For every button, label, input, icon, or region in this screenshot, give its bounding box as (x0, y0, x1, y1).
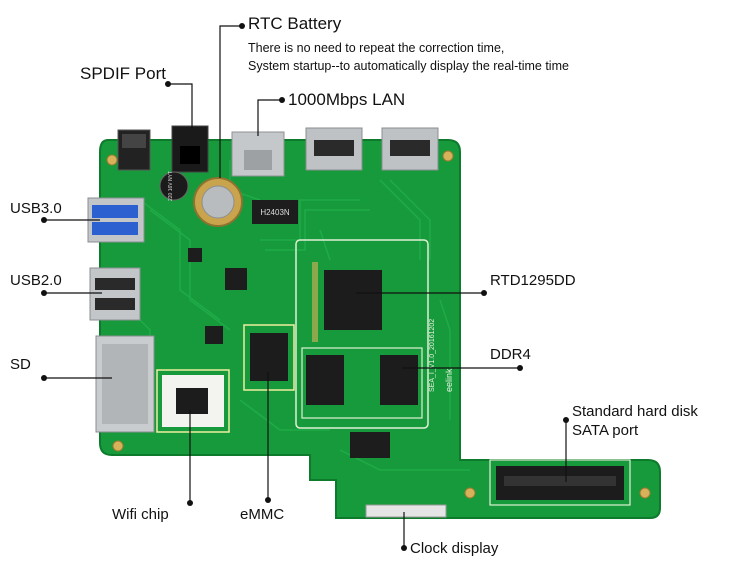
sata-label-line-2: SATA port (572, 422, 639, 439)
emmc-outline (243, 324, 295, 391)
rtd1295dd-label: RTD1295DD (490, 272, 576, 289)
spdif-port-label: SPDIF Port (80, 64, 166, 83)
soc-ddr-outline (295, 239, 429, 429)
clock-display-connector (365, 504, 447, 518)
ddr4-chip-2 (380, 355, 418, 405)
sata-label-line-1: Standard hard disk (572, 403, 698, 420)
clock-display-label: Clock display (410, 540, 499, 557)
rtc-note-line-2: System startup--to automatically display… (248, 59, 569, 73)
lan-chip-marking: H2403N (260, 208, 290, 217)
capacitor (159, 171, 189, 201)
usb2-port (89, 267, 141, 321)
rtc-battery-label: RTC Battery (248, 14, 342, 33)
lan-label: 1000Mbps LAN (288, 90, 406, 109)
rtc-note-line-1: There is no need to repeat the correctio… (248, 41, 505, 55)
cap-marking: 220 16V NYT (168, 171, 174, 201)
wifi-outline (156, 369, 230, 433)
silk-marking: SEA_I_V1.0_20161202 (429, 319, 436, 392)
ddr4-chip-1 (306, 355, 344, 405)
soc-chip (324, 270, 382, 330)
lan-transformer (252, 200, 298, 224)
brand-marking: eelink (444, 368, 454, 392)
usb3-label: USB3.0 (10, 200, 62, 217)
ddr4-label: DDR4 (490, 346, 531, 363)
wifi-chip-label: Wifi chip (112, 506, 169, 523)
sd-label: SD (10, 356, 31, 373)
emmc-chip (250, 333, 288, 381)
emmc-label: eMMC (240, 506, 285, 523)
usb2-label: USB2.0 (10, 272, 62, 289)
